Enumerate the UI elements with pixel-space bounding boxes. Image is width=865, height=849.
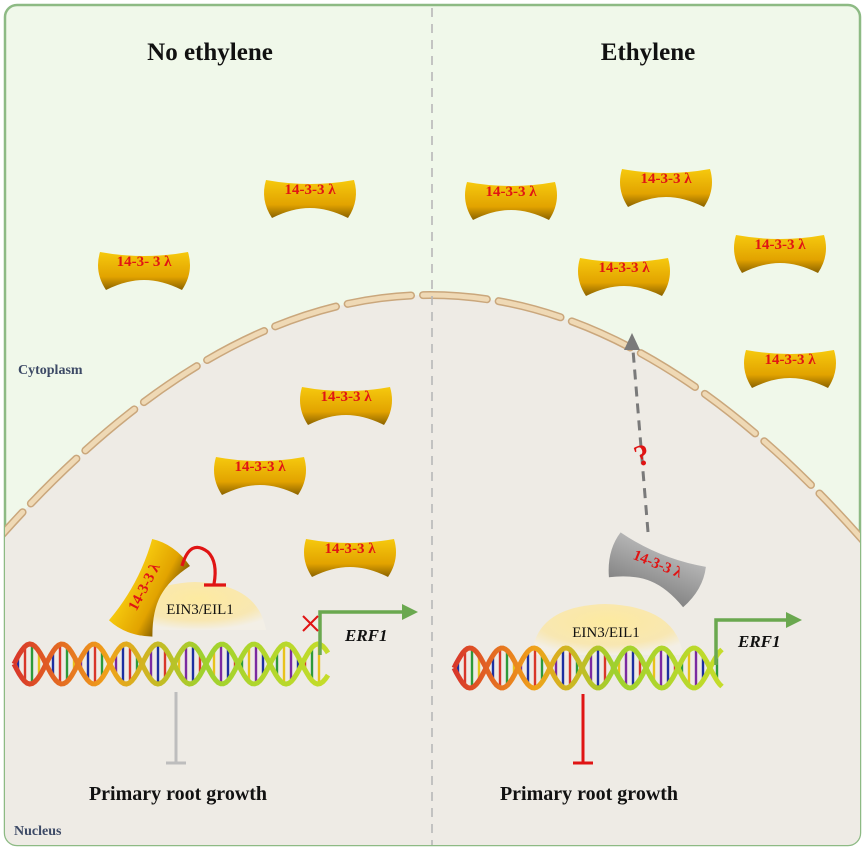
left-protein-1433-5: 14-3-3 λ	[304, 539, 396, 577]
svg-text:14-3-3 λ: 14-3-3 λ	[764, 352, 816, 368]
svg-text:14-3-3 λ: 14-3-3 λ	[320, 389, 372, 405]
svg-text:EIN3/EIL1: EIN3/EIL1	[166, 602, 233, 618]
svg-text:EIN3/EIL1: EIN3/EIL1	[572, 625, 639, 641]
left-panel-title: No ethylene	[147, 39, 273, 66]
left-erf1-arrow	[318, 610, 405, 655]
right-outcome-label: Primary root growth	[500, 783, 678, 805]
right-protein-1433-4: 14-3-3 λ	[578, 258, 670, 296]
svg-text:14-3-3 λ: 14-3-3 λ	[324, 541, 376, 557]
right-protein-1433-5: 14-3-3 λ	[744, 350, 836, 388]
left-protein-1433-2: 14-3- 3 λ	[98, 252, 190, 290]
svg-text:14-3-3 λ: 14-3-3 λ	[754, 237, 806, 253]
svg-text:14-3-3 λ: 14-3-3 λ	[640, 171, 692, 187]
right-protein-1433-2: 14-3-3 λ	[620, 169, 712, 207]
right-erf1-label: ERF1	[737, 632, 781, 651]
right-protein-1433-1: 14-3-3 λ	[465, 182, 557, 220]
cytoplasm-label: Cytoplasm	[18, 363, 83, 378]
right-dna-helix	[451, 645, 724, 691]
right-protein-1433-3: 14-3-3 λ	[734, 235, 826, 273]
left-protein-1433-4: 14-3-3 λ	[214, 457, 306, 495]
export-dashed-arrow	[631, 349, 650, 533]
nucleus-area	[5, 295, 860, 845]
left-ein3-eil1-complex: EIN3/EIL1	[130, 582, 266, 630]
right-ein3-eil1-complex: EIN3/EIL1	[532, 604, 683, 655]
nucleus-label: Nucleus	[14, 824, 62, 839]
svg-text:14-3-3 λ: 14-3-3 λ	[485, 184, 537, 200]
svg-text:14-3-3 λ: 14-3-3 λ	[598, 260, 650, 276]
svg-text:14-3- 3 λ: 14-3- 3 λ	[117, 254, 172, 270]
right-leaving-protein-1433: 14-3-3 λ	[608, 532, 706, 608]
right-panel-title: Ethylene	[601, 39, 695, 66]
left-protein-1433-1: 14-3-3 λ	[264, 180, 356, 218]
left-inhibition-curve	[180, 545, 217, 585]
left-dna-helix	[11, 641, 331, 687]
svg-text:14-3-3 λ: 14-3-3 λ	[234, 459, 286, 475]
right-erf1-arrow	[714, 618, 788, 665]
left-block-x-icon	[302, 615, 319, 632]
left-erf1-label: ERF1	[344, 626, 388, 645]
left-protein-1433-3: 14-3-3 λ	[300, 387, 392, 425]
left-outcome-label: Primary root growth	[89, 783, 267, 805]
svg-text:14-3-3 λ: 14-3-3 λ	[284, 182, 336, 198]
